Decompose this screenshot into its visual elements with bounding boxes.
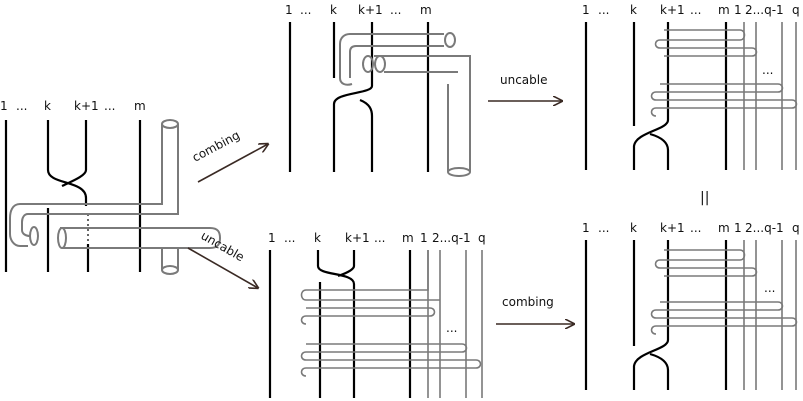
label-dots: ... xyxy=(300,3,311,17)
panel-combed-uncabled: 1 ... k k+1 ... m 1 2...q-1 q ... xyxy=(582,3,800,170)
strand-k-plus-1 xyxy=(61,120,88,187)
label-m: m xyxy=(402,231,414,245)
label-m: m xyxy=(718,221,730,235)
strand-k xyxy=(632,22,670,170)
strand-k-plus-1 xyxy=(337,250,356,278)
uncabled-strands xyxy=(427,250,483,398)
panel-start: 1 ... k k+1 ... m xyxy=(0,99,222,275)
uncabled-strands xyxy=(743,240,797,390)
strand-k-plus-1 xyxy=(649,132,670,170)
label-k-plus-1: k+1 xyxy=(660,3,685,17)
label-q: q xyxy=(792,221,800,235)
label-k: k xyxy=(330,3,337,17)
strand-k xyxy=(632,240,670,390)
label-k: k xyxy=(44,99,51,113)
arrow-combing-1: combing xyxy=(190,128,268,183)
panel-uncabled-combed: 1 ... k k+1 ... m 1 2...q-1 q ... xyxy=(582,221,800,390)
label-dots: ... xyxy=(598,3,609,17)
label-2-q-1: 2...q-1 xyxy=(745,221,784,235)
label-2-q-1: 2...q-1 xyxy=(432,231,471,245)
label-k: k xyxy=(314,231,321,245)
arrow-uncable-1: uncable xyxy=(187,228,258,288)
tube-lower xyxy=(60,227,222,249)
label-1b: 1 xyxy=(734,221,742,235)
label-k-plus-1: k+1 xyxy=(74,99,99,113)
tube-inner xyxy=(21,124,179,237)
label-2-q-1: 2...q-1 xyxy=(745,3,784,17)
label-k: k xyxy=(630,221,637,235)
ellipsis: ... xyxy=(446,321,457,335)
arrow-uncable-2: uncable xyxy=(488,73,562,101)
label-1: 1 xyxy=(285,3,293,17)
label-dots: ... xyxy=(374,231,385,245)
label-dots: ... xyxy=(284,231,295,245)
label-dots: ... xyxy=(16,99,27,113)
label-dots: ... xyxy=(690,3,701,17)
equals-symbol: || xyxy=(700,190,709,206)
label-k-plus-1: k+1 xyxy=(345,231,370,245)
label-1: 1 xyxy=(582,221,590,235)
label-m: m xyxy=(134,99,146,113)
label-1: 1 xyxy=(268,231,276,245)
strand-k-plus-1 xyxy=(359,98,374,172)
arrow-combing-2: combing xyxy=(496,295,574,324)
arrow-label-combing: combing xyxy=(190,128,242,165)
label-k-plus-1: k+1 xyxy=(358,3,383,17)
label-k-plus-1: k+1 xyxy=(660,221,685,235)
label-dots: ... xyxy=(390,3,401,17)
ellipsis: ... xyxy=(764,281,775,295)
label-dots: ... xyxy=(690,221,701,235)
label-m: m xyxy=(420,3,432,17)
arrow-label-combing: combing xyxy=(502,295,554,309)
label-m: m xyxy=(718,3,730,17)
label-k: k xyxy=(630,3,637,17)
label-1b: 1 xyxy=(734,3,742,17)
strand-k xyxy=(46,120,88,206)
strand-k xyxy=(316,250,356,398)
arrow-label-uncable: uncable xyxy=(500,73,548,87)
label-dots: ... xyxy=(598,221,609,235)
strand-k-plus-1 xyxy=(649,352,670,390)
strand-k-crossed xyxy=(332,22,374,172)
tube-outer xyxy=(9,124,163,247)
uncabled-strands xyxy=(743,22,797,170)
label-dots: ... xyxy=(104,99,115,113)
panel-uncabled: 1 ... k k+1 ... m 1 2...q-1 q ... xyxy=(268,231,486,398)
label-1b: 1 xyxy=(420,231,428,245)
label-1: 1 xyxy=(582,3,590,17)
label-1: 1 xyxy=(0,99,8,113)
ellipsis: ... xyxy=(762,63,773,77)
panel-combed: 1 ... k k+1 ... m xyxy=(285,3,471,177)
label-q: q xyxy=(478,231,486,245)
label-q: q xyxy=(792,3,800,17)
